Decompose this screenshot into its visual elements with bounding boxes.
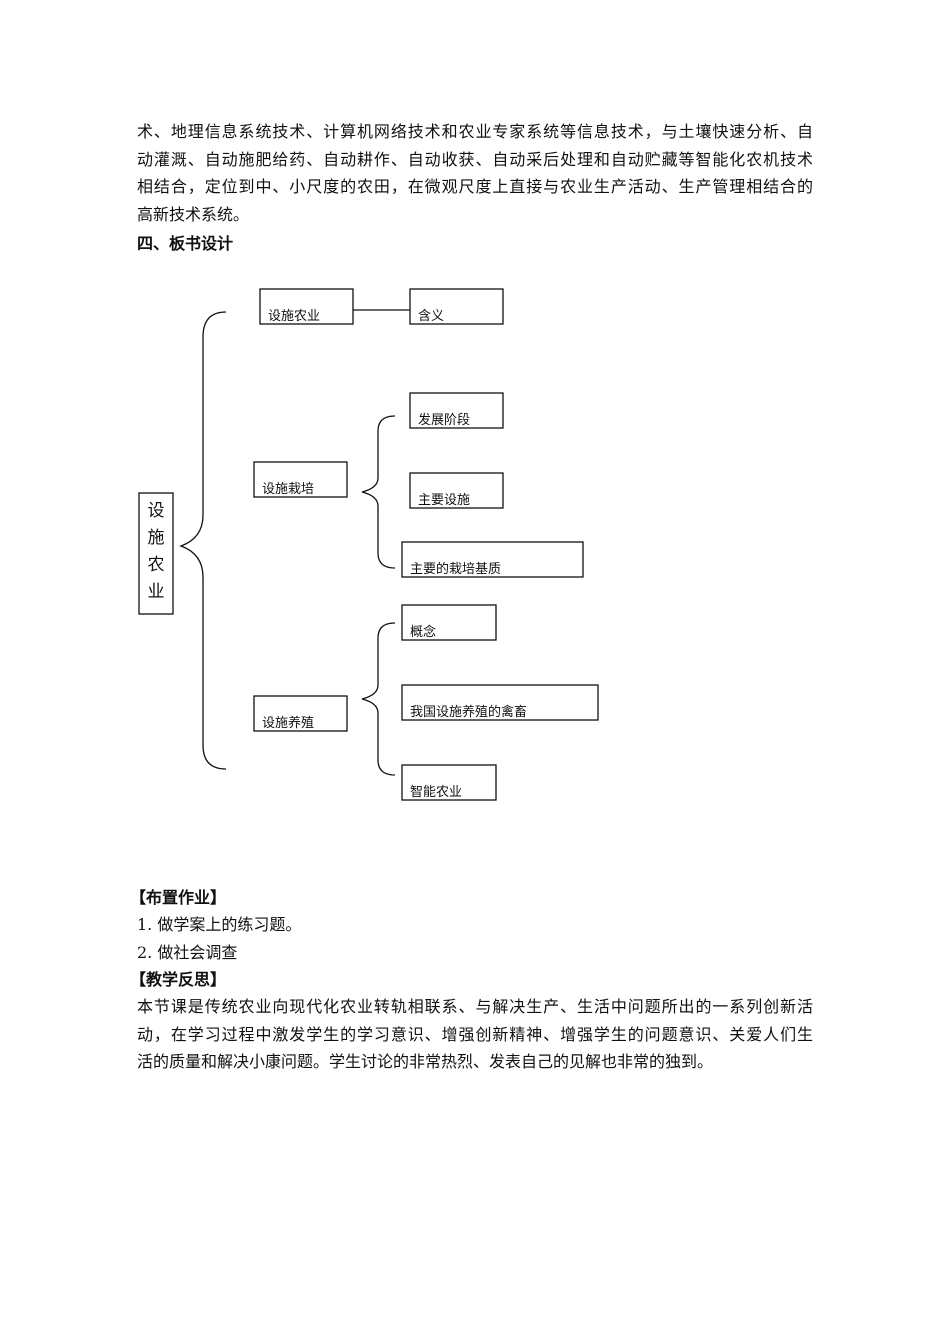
branch-box-2 xyxy=(253,461,348,498)
reflection-line: 本节课是传统农业向现代化农业转轨相联系、与解决生产、生活中问题所出的一系列创新活 xyxy=(137,997,813,1016)
reflection-title: 【教学反思】 xyxy=(130,970,227,989)
reflection-line: 动，在学习过程中激发学生的学习意识、增强创新精神、增强学生的问题意识、关爱人们生 xyxy=(137,1024,813,1044)
child-box-3-1 xyxy=(401,604,497,641)
child-box-1-1 xyxy=(409,288,504,325)
child-3-3-label: 智能农业 xyxy=(410,785,462,800)
main-brace xyxy=(179,311,227,770)
root-label-char: 农 xyxy=(148,555,165,575)
root-label-char: 业 xyxy=(148,582,165,602)
branch-1-label: 设施农业 xyxy=(268,309,320,324)
sub-brace-2 xyxy=(361,415,396,569)
homework-item: 2. 做社会调查 xyxy=(137,943,238,962)
child-box-3-2 xyxy=(401,684,599,721)
child-3-2-label: 我国设施养殖的禽畜 xyxy=(410,704,527,720)
child-1-1-label: 含义 xyxy=(418,308,444,324)
child-box-2-1 xyxy=(409,392,504,429)
child-2-3-label: 主要的栽培基质 xyxy=(410,561,501,577)
section-4-title: 四、板书设计 xyxy=(137,234,234,253)
intro-paragraph: 术、地理信息系统技术、计算机网络技术和农业专家系统等信息技术，与土壤快速分析、自… xyxy=(137,118,813,228)
child-box-2-2 xyxy=(409,472,504,509)
child-3-1-label: 概念 xyxy=(410,624,436,640)
branch-2-label: 设施栽培 xyxy=(262,481,314,497)
intro-line: 术、地理信息系统技术、计算机网络技术和农业专家系统等信息技术，与土壤快速分析、自 xyxy=(137,122,813,141)
homework-title: 【布置作业】 xyxy=(130,888,227,907)
child-box-3-3 xyxy=(401,764,497,801)
child-box-2-3 xyxy=(401,541,584,578)
child-2-1-label: 发展阶段 xyxy=(418,412,470,428)
intro-line: 高新技术系统。 xyxy=(137,204,250,224)
child-2-2-label: 主要设施 xyxy=(418,493,470,508)
intro-line: 相结合，定位到中、小尺度的农田，在微观尺度上直接与农业生产活动、生产管理相结合的 xyxy=(137,177,813,196)
intro-line: 动灌溉、自动施肥给药、自动耕作、自动收获、自动采后处理和自动贮藏等智能化农机技术 xyxy=(137,149,813,169)
branch-box-3 xyxy=(253,695,348,732)
branch-box-1 xyxy=(259,288,354,325)
reflection-line: 活的质量和解决小康问题。学生讨论的非常热烈、发表自己的见解也非常的独到。 xyxy=(137,1052,714,1071)
root-label-char: 施 xyxy=(148,528,165,548)
reflection-paragraph: 本节课是传统农业向现代化农业转轨相联系、与解决生产、生活中问题所出的一系列创新活… xyxy=(137,993,813,1076)
root-box xyxy=(138,492,174,615)
branch-3-label: 设施养殖 xyxy=(262,715,314,731)
homework-item: 1. 做学案上的练习题。 xyxy=(137,915,302,934)
sub-brace-3 xyxy=(361,622,396,776)
root-label-char: 设 xyxy=(148,501,165,521)
